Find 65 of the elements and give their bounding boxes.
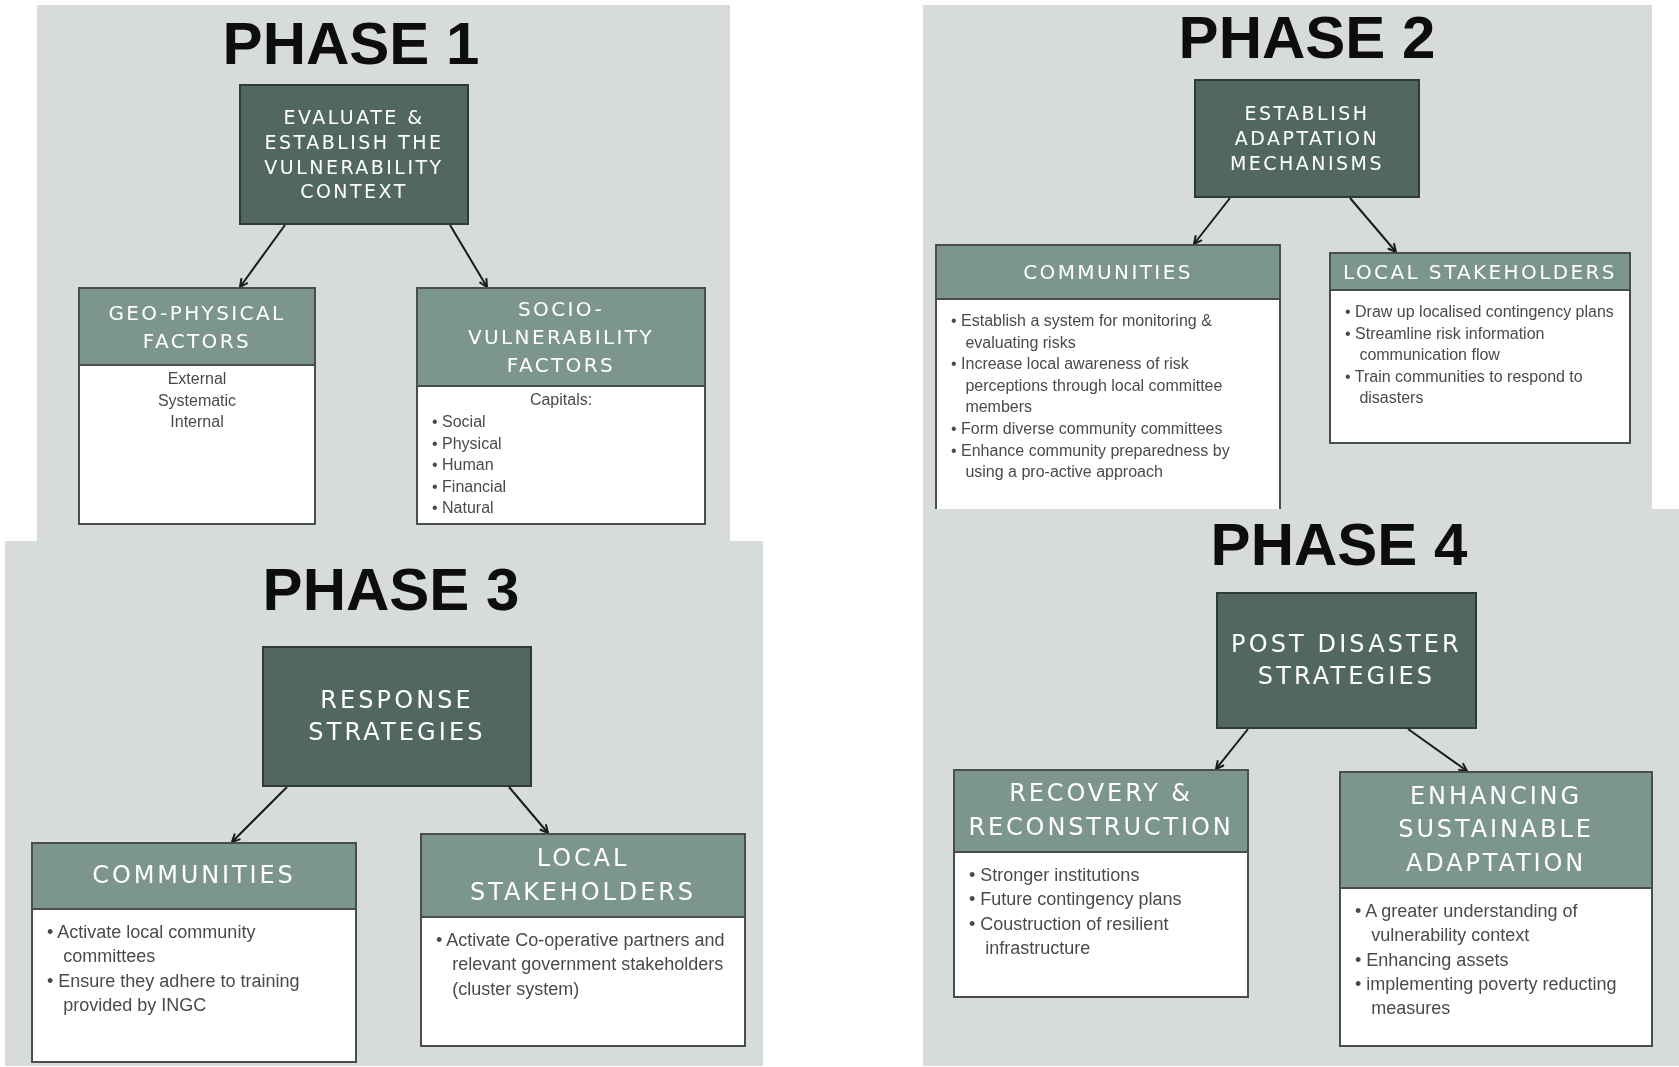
process-box (1216, 592, 1477, 729)
box-title: EVALUATE & ESTABLISH THE VULNERABILITY CONTEXT (263, 105, 445, 204)
card-heading: COMMUNITIES (937, 246, 1279, 300)
card-heading: RECOVERY & RECONSTRUCTION (955, 771, 1247, 853)
arrow (1215, 728, 1249, 770)
process-box (1194, 79, 1420, 198)
category-card (78, 287, 316, 525)
phase-panel (5, 541, 763, 1066)
phase-panel (37, 5, 730, 541)
bullet-item: • Financial (432, 476, 508, 497)
bullet-item: • Physical (432, 433, 503, 454)
phase-heading: PHASE 4 (1210, 515, 1468, 575)
list-line: Internal (169, 412, 225, 433)
phase-heading: PHASE 3 (262, 560, 520, 620)
bullet-item: • Train communities to respond to disasters (1345, 366, 1584, 409)
phase-heading: PHASE 1 (222, 14, 480, 74)
category-card (935, 244, 1281, 509)
category-card (31, 842, 357, 1063)
bullet-item: • Social (432, 412, 487, 433)
process-box (262, 646, 532, 787)
bullet-item: • Ensure they adhere to training provided by INGC (47, 969, 301, 1017)
phase-panel (923, 5, 1652, 509)
card-heading: COMMUNITIES (33, 844, 355, 910)
box-title: ESTABLISH ADAPTATION MECHANISMS (1229, 101, 1385, 176)
bullet-item: • Coustruction of resilient infrastructure (969, 912, 1170, 960)
bullet-item: • Increase local awareness of risk perceptions through local committee members (951, 354, 1224, 418)
arrow (449, 224, 488, 288)
box-title: POST DISASTER STRATEGIES (1230, 629, 1463, 692)
bullet-item: • Enhancing assets (1355, 948, 1510, 972)
bullet-item: • Streamline risk information communication flow (1345, 323, 1546, 366)
bullet-item: • A greater understanding of vulnerability context (1355, 900, 1579, 948)
card-heading: GEO-PHYSICAL FACTORS (80, 289, 314, 366)
process-box (239, 84, 469, 225)
phase-heading: PHASE 2 (1178, 8, 1436, 68)
arrow (508, 786, 549, 834)
bullet-item: • Activate local community committees (47, 921, 257, 969)
arrow (239, 224, 286, 288)
bullet-item: • Natural (432, 498, 495, 519)
bullet-item: • Enhance community preparedness by using a pro-active approach (951, 440, 1231, 483)
bullet-item: • Draw up localised contingency plans (1345, 302, 1615, 322)
bullet-item: • Form diverse community committees (951, 418, 1224, 439)
card-heading: LOCAL STAKEHOLDERS (1331, 254, 1629, 291)
bullet-item: • Stronger institutions (969, 864, 1141, 887)
card-heading: SOCIO-VULNERABILITY FACTORS (418, 289, 704, 388)
category-card (416, 287, 706, 525)
category-card (953, 769, 1249, 998)
bullet-item: • Activate Co-operative partners and relevant government stakeholders (cluster system) (436, 929, 726, 1001)
bullet-item: • Future contingency plans (969, 888, 1183, 912)
bullet-item: • Establish a system for monitoring & evaluating risks (951, 311, 1213, 353)
arrow (1349, 197, 1397, 253)
category-card (420, 833, 746, 1047)
list-line: Capitals: (528, 390, 594, 411)
category-card (1329, 252, 1631, 444)
card-heading: LOCAL STAKEHOLDERS (422, 835, 744, 918)
arrow (1407, 728, 1468, 772)
box-title: RESPONSE STRATEGIES (307, 685, 487, 748)
list-line: External (166, 369, 228, 389)
card-heading: ENHANCING SUSTAINABLE ADAPTATION (1341, 773, 1651, 889)
phase-panel (923, 509, 1679, 1066)
arrow (1193, 197, 1231, 245)
arrow (231, 786, 288, 843)
list-line: Systematic (156, 390, 238, 411)
bullet-item: • Human (432, 455, 495, 476)
category-card (1339, 771, 1653, 1047)
bullet-item: • implementing poverty reducting measures (1355, 972, 1618, 1021)
